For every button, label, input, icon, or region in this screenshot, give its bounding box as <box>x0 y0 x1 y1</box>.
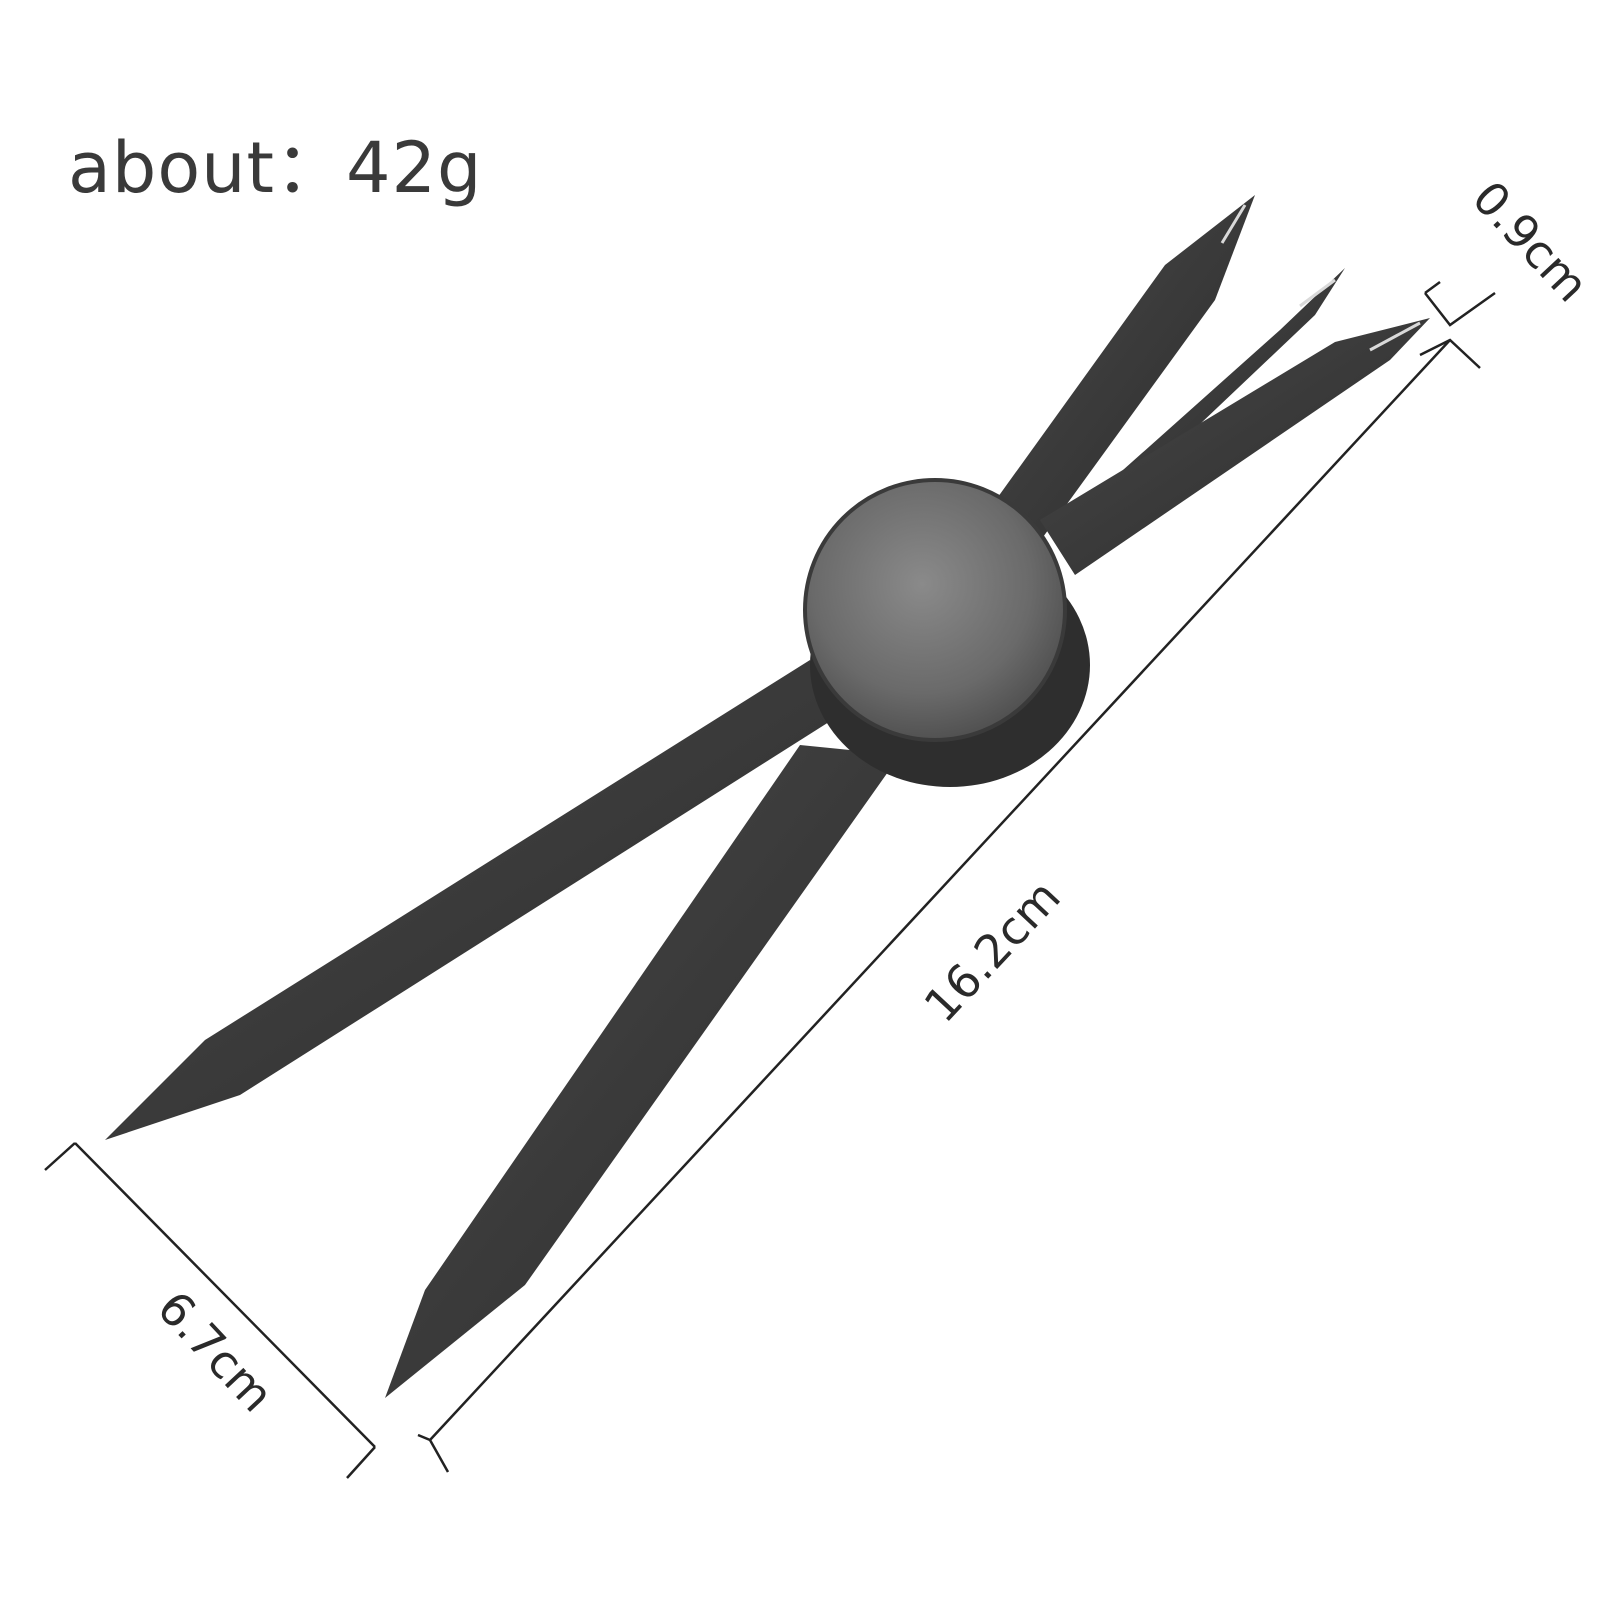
blade-lower-left <box>105 660 840 1140</box>
dimension-spread: 6.7cm <box>44 1142 376 1479</box>
compass-divider-tool-icon <box>105 195 1430 1398</box>
width-label: 0.9cm <box>1462 171 1599 313</box>
hub-icon <box>803 478 1067 742</box>
blade-upper-3 <box>1040 318 1430 575</box>
dimension-width: 0.9cm <box>1424 171 1599 327</box>
blade-upper-1 <box>985 195 1255 555</box>
blade-lower <box>385 745 900 1398</box>
spread-label: 6.7cm <box>147 1281 284 1423</box>
weight-label: about：42g <box>68 127 483 209</box>
blade-upper-2 <box>1095 268 1345 500</box>
